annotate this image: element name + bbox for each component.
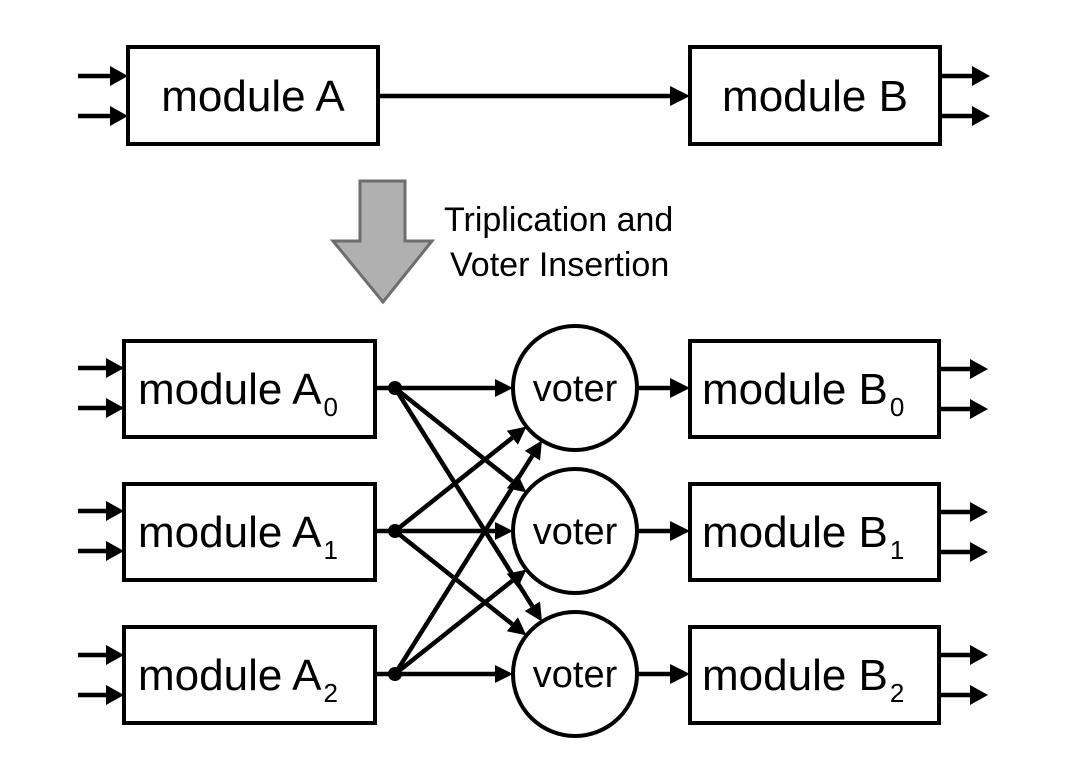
arrow-head-icon [495, 522, 513, 540]
module-a2-index: 2 [323, 678, 337, 708]
arrow-head-icon [670, 86, 690, 106]
arrow-head-icon [106, 645, 124, 665]
original-design: module A module B [78, 45, 990, 146]
down-arrow-icon [329, 179, 436, 305]
arrow-head-icon [106, 398, 124, 418]
arrow-head-icon [106, 358, 124, 378]
arrow-head-icon [972, 66, 990, 86]
module-a-label: module A [161, 72, 345, 121]
module-b-box [688, 45, 942, 146]
module-a0-label: module A0 [138, 365, 338, 422]
arrow-head-icon [506, 426, 527, 445]
wire-a0-to-voter-1 [393, 386, 514, 483]
module-b2-prefix: module B [702, 651, 888, 700]
module-a1-label: module A1 [138, 508, 338, 565]
row-0: module A0 voter module B0 [78, 324, 988, 452]
arrow-head-icon [670, 664, 690, 684]
arrow-head-icon [106, 541, 124, 561]
arrow-head-icon [506, 617, 527, 636]
module-b2-label: module B2 [702, 651, 904, 708]
module-a2-box [122, 625, 377, 725]
module-b-label: module B [722, 72, 908, 121]
arrow-head-icon [970, 399, 988, 419]
arrow-head-icon [970, 359, 988, 379]
arrow-head-icon [670, 378, 690, 398]
module-b2-box [688, 625, 941, 725]
voter-2-label: voter [533, 654, 618, 696]
module-b2-index: 2 [890, 678, 904, 708]
module-a0-prefix: module A [138, 365, 322, 414]
module-b0-index: 0 [890, 392, 904, 422]
arrow-head-icon [670, 521, 690, 541]
voter-fanout-wires [375, 379, 542, 683]
module-a0-box [122, 339, 377, 439]
row-2: module A2 voter module B2 [78, 610, 988, 738]
arrow-head-icon [970, 502, 988, 522]
arrow-head-icon [110, 106, 128, 126]
transform-caption-line-2: Voter Insertion [450, 246, 669, 284]
module-a0-index: 0 [323, 392, 337, 422]
module-b1-index: 1 [890, 535, 904, 565]
module-b0-box [688, 339, 941, 439]
junction-dot-a1 [388, 524, 402, 538]
module-b1-label: module B1 [702, 508, 904, 565]
arrow-head-icon [972, 106, 990, 126]
wire-a2-to-voter-0 [393, 454, 535, 676]
arrow-head-icon [106, 501, 124, 521]
module-b0-label: module B0 [702, 365, 904, 422]
triplicated-design: module A0 voter module B0 module A1 vote… [78, 324, 988, 738]
module-a1-box [122, 482, 377, 582]
wire-a1-to-voter-0 [393, 436, 514, 533]
voter-0-label: voter [533, 368, 618, 410]
module-b1-box [688, 482, 941, 582]
module-a2-prefix: module A [138, 651, 322, 700]
arrow-head-icon [524, 440, 542, 461]
arrow-head-icon [106, 685, 124, 705]
transformation: Triplication and Voter Insertion [329, 179, 673, 305]
junction-dot-a2 [388, 667, 402, 681]
arrow-head-icon [495, 665, 513, 683]
arrow-head-icon [524, 601, 542, 622]
module-a1-index: 1 [323, 535, 337, 565]
module-b0-prefix: module B [702, 365, 888, 414]
wire-a0-to-voter-2 [393, 386, 535, 608]
wire-a2-to-voter-1 [393, 579, 514, 676]
junction-dot-a0 [388, 381, 402, 395]
arrow-head-icon [495, 379, 513, 397]
arrow-head-icon [970, 645, 988, 665]
arrow-head-icon [970, 542, 988, 562]
transform-caption-line-1: Triplication and [444, 201, 673, 239]
module-a1-prefix: module A [138, 508, 322, 557]
arrow-head-icon [506, 569, 527, 588]
arrow-head-icon [970, 685, 988, 705]
row-1: module A1 voter module B1 [78, 467, 988, 595]
module-a2-label: module A2 [138, 651, 338, 708]
module-b1-prefix: module B [702, 508, 888, 557]
voter-1-label: voter [533, 511, 618, 553]
arrow-head-icon [110, 66, 128, 86]
